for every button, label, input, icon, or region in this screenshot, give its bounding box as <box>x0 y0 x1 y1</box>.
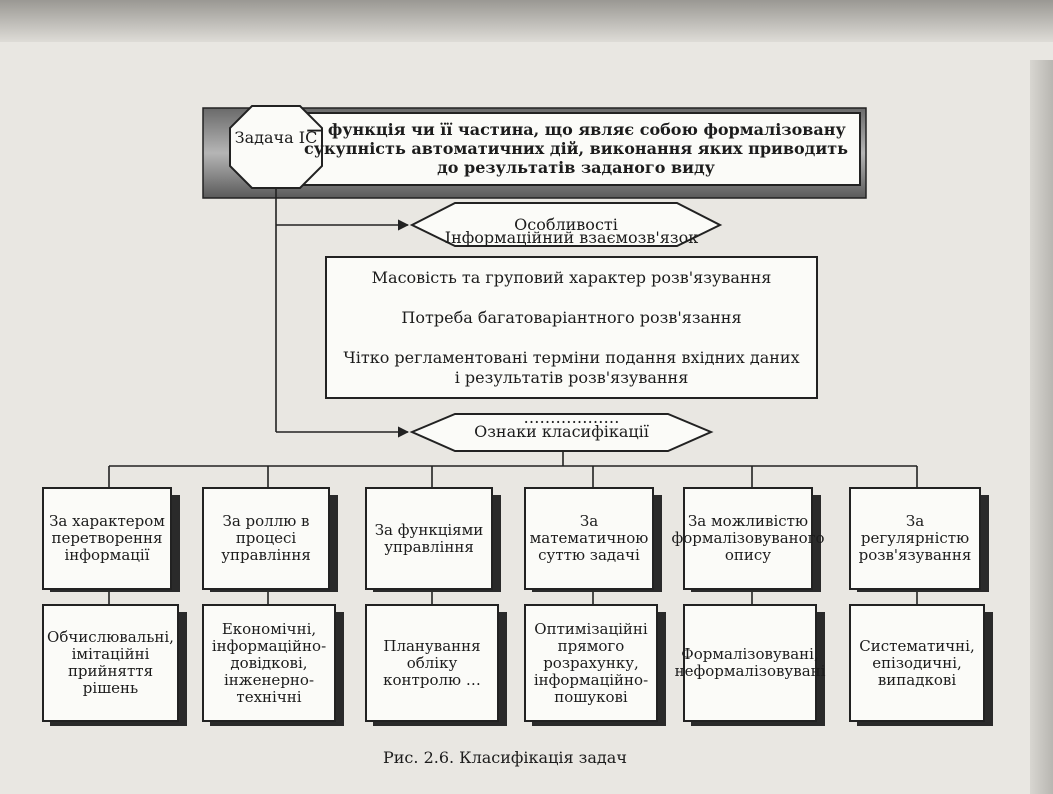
book-spine-shadow <box>1030 60 1053 794</box>
task-term: Задача ІС <box>234 128 318 147</box>
definition-text: — функція чи її частина, що являє собою … <box>304 120 848 177</box>
features-label: Особливості <box>514 215 618 234</box>
criterion-box: За характером перетворення інформації <box>42 487 172 590</box>
criterion-label: За роллю в процесі управління <box>221 512 311 564</box>
feature-item: Чітко регламентовані терміни подання вхі… <box>343 347 800 387</box>
values-label: Формалізовувані, неформалізовувані <box>674 645 826 680</box>
feature-item: Інформаційний взаємозв'язок <box>444 227 699 247</box>
values-label: Оптимізаційні прямого розрахунку, інформ… <box>533 619 649 706</box>
values-box: Економічні, інформаційно-довідкові, інже… <box>202 604 336 722</box>
criterion-box: За функціями управління <box>365 487 493 590</box>
criterion-box: За математичною суттю задачі <box>524 487 654 590</box>
page-top-shadow <box>0 0 1053 42</box>
values-label: Планування обліку контролю … <box>383 636 481 689</box>
criterion-label: За можливістю формалізовуваного опису <box>671 512 825 564</box>
feature-item: Потреба багатоваріантного розв'язання <box>401 307 742 327</box>
features-box: Інформаційний взаємозв'язок Масовість та… <box>325 228 818 427</box>
feature-item: Масовість та груповий характер розв'язув… <box>371 267 772 287</box>
values-box: Систематичні, епізодичні, випадкові <box>849 604 985 722</box>
values-box: Планування обліку контролю … <box>365 604 499 722</box>
criterion-label: За характером перетворення інформації <box>49 512 165 564</box>
criterion-box: За регулярністю розв'язування <box>849 487 981 590</box>
values-label: Систематичні, епізодичні, випадкові <box>859 636 975 689</box>
features-hexagon <box>409 202 723 247</box>
values-label: Економічні, інформаційно-довідкові, інже… <box>211 619 327 706</box>
criterion-label: За регулярністю розв'язування <box>858 512 972 564</box>
figure-caption: Рис. 2.6. Класифікація задач <box>383 748 627 767</box>
values-box: Оптимізаційні прямого розрахунку, інформ… <box>524 604 658 722</box>
criterion-box: За можливістю формалізовуваного опису <box>671 487 825 590</box>
classification-label: Ознаки класифікації <box>474 422 649 441</box>
task-octagon <box>229 105 323 189</box>
criterion-label: За математичною суттю задачі <box>529 512 649 564</box>
feature-item: ……………… <box>523 407 620 427</box>
definition-panel <box>289 112 861 186</box>
classification-hexagon <box>409 413 714 452</box>
criterion-box: За роллю в процесі управління <box>202 487 330 590</box>
values-label: Обчислювальні, імітаційні прийняття ріше… <box>47 628 174 697</box>
criterion-label: За функціями управління <box>374 520 484 556</box>
values-box: Формалізовувані, неформалізовувані <box>675 604 825 722</box>
values-box: Обчислювальні, імітаційні прийняття ріше… <box>42 604 179 722</box>
